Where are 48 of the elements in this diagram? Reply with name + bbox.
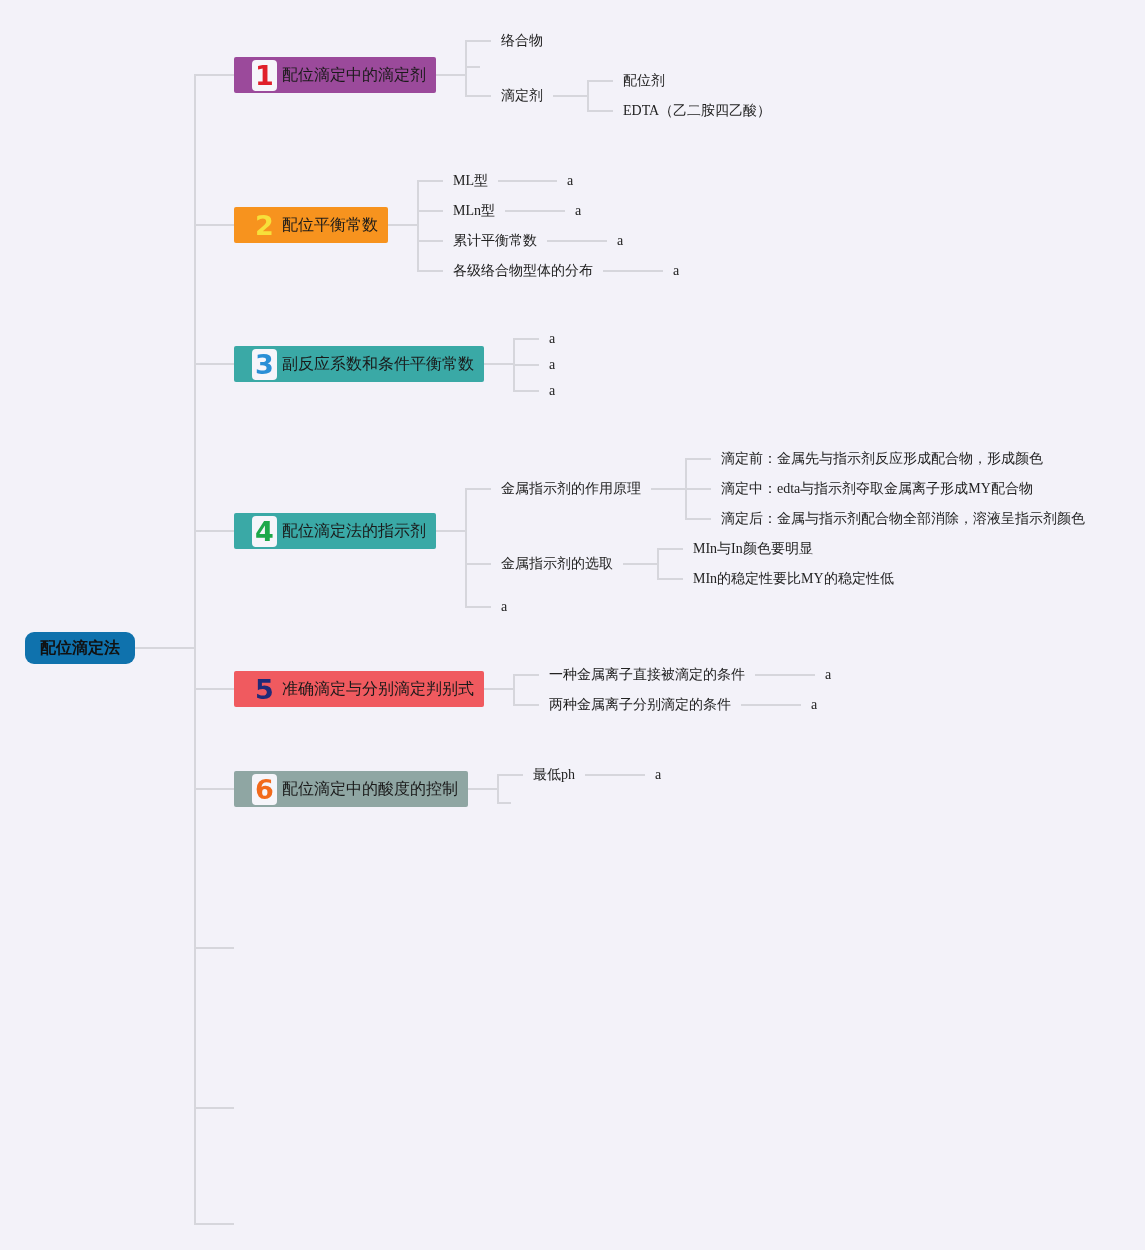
- branch-text: 金属指示剂的作用原理: [491, 479, 651, 499]
- branch-text: a: [491, 597, 518, 617]
- topic-box: [234, 771, 468, 807]
- root-topic-box: 配位滴定法: [25, 632, 135, 664]
- topic-box: [234, 513, 436, 549]
- topic-title: 配位滴定中的酸度的控制: [281, 778, 458, 800]
- branch-text: a: [607, 231, 634, 251]
- topic-title: 准确滴定与分别滴定判别式: [281, 678, 474, 700]
- branch-text: 配位剂: [613, 71, 675, 91]
- branch-text: ML型: [443, 171, 498, 191]
- branch-text: a: [663, 261, 690, 281]
- topic-title: 配位滴定法的指示剂: [281, 520, 426, 542]
- topic-box: [234, 57, 436, 93]
- topic-box: [234, 346, 484, 382]
- branch-text: 最低ph: [523, 765, 585, 785]
- branch-text: 络合物: [491, 31, 553, 51]
- topic-box: [234, 207, 388, 243]
- branch-text: 两种金属离子分别滴定的条件: [539, 695, 741, 715]
- branch-text: 一种金属离子直接被滴定的条件: [539, 665, 755, 685]
- branch-text: EDTA（乙二胺四乙酸）: [613, 101, 782, 121]
- topic-box: [234, 671, 484, 707]
- topic-title: 配位平衡常数: [281, 214, 378, 236]
- topic-number: 6: [252, 773, 277, 805]
- branch-text: a: [801, 695, 828, 715]
- branch-text: 各级络合物型体的分布: [443, 261, 603, 281]
- topic-number: 2: [254, 209, 275, 241]
- branch-text: a: [645, 765, 672, 785]
- topic-number: 4: [252, 515, 277, 547]
- branch-text: 滴定前：金属先与指示剂反应形成配合物，形成颜色: [711, 449, 1053, 469]
- topic-number: 5: [254, 673, 275, 705]
- topic-number: 3: [252, 348, 277, 380]
- branch-text: MIn的稳定性要比MY的稳定性低: [683, 569, 904, 589]
- branch-text: 滴定后：金属与指示剂配合物全部消除，溶液呈指示剂颜色: [711, 509, 1095, 529]
- branch-text: a: [539, 381, 566, 401]
- branch-text: MIn与In颜色要明显: [683, 539, 823, 559]
- topic-title: 配位滴定中的滴定剂: [281, 64, 426, 86]
- branch-text: 滴定剂: [491, 86, 553, 106]
- branch-text: a: [815, 665, 842, 685]
- branch-text: MLn型: [443, 201, 505, 221]
- branch-text: a: [539, 355, 566, 375]
- branch-text: 金属指示剂的选取: [491, 554, 623, 574]
- branch-text: 累计平衡常数: [443, 231, 547, 251]
- branch-text: a: [557, 171, 584, 191]
- branch-text: 滴定中：edta与指示剂夺取金属离子形成MY配合物: [711, 479, 1043, 499]
- topic-number: 1: [252, 59, 277, 91]
- topic-title: 副反应系数和条件平衡常数: [281, 353, 474, 375]
- branch-text: a: [539, 329, 566, 349]
- branch-text: a: [565, 201, 592, 221]
